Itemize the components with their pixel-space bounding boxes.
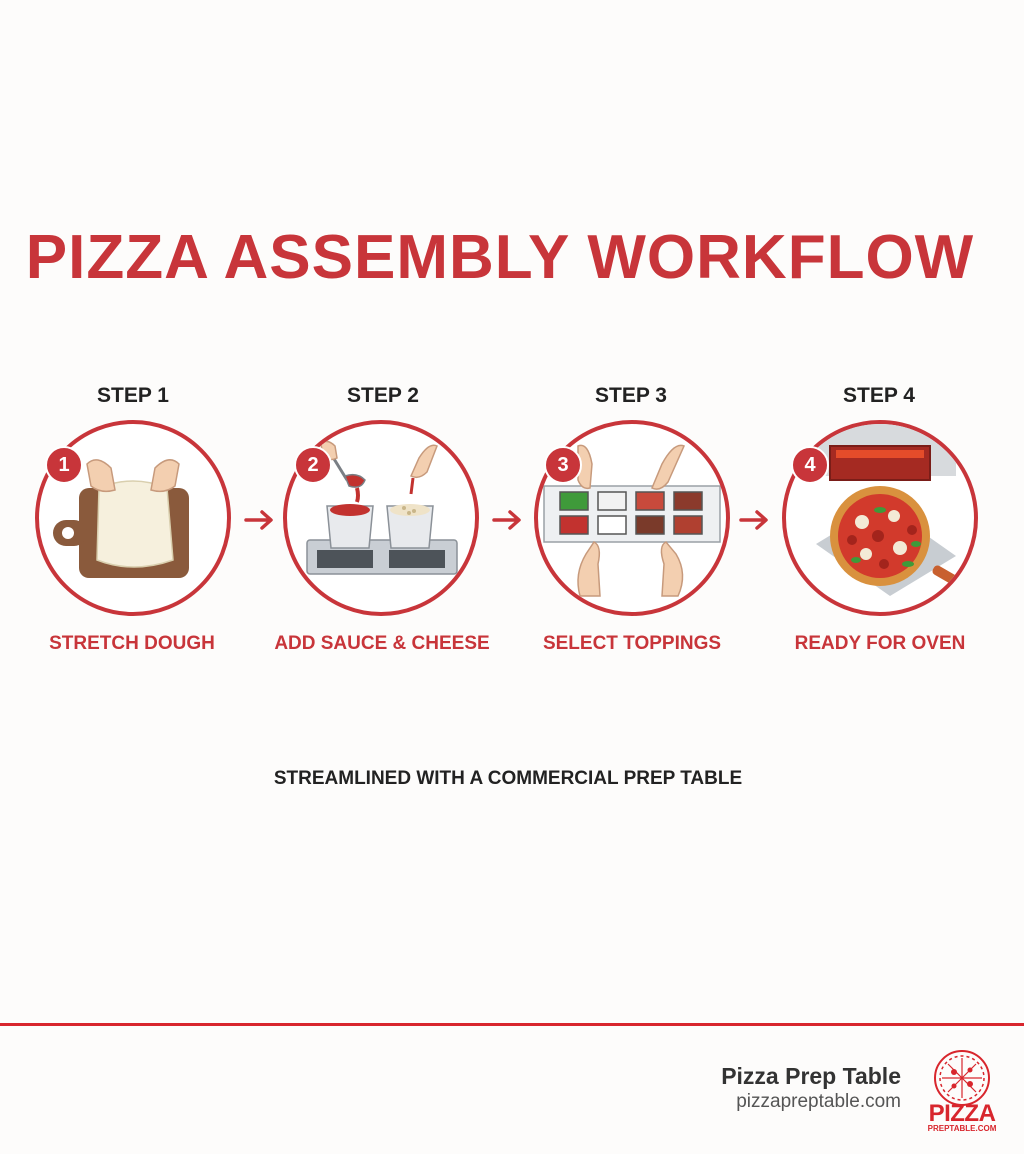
step-2-label: STEP 2 <box>347 384 419 407</box>
footer-divider <box>0 1023 1024 1026</box>
arrow-right-icon <box>739 510 768 530</box>
step-1-illustration <box>35 420 231 616</box>
step-2-badge: 2 <box>294 446 332 484</box>
step-3-label: STEP 3 <box>595 384 667 407</box>
step-3-caption: SELECT TOPPINGS <box>542 633 722 654</box>
arrow-right-icon <box>492 510 521 530</box>
pizza-oven-icon <box>806 424 966 596</box>
brand-name: Pizza Prep Table <box>721 1063 901 1089</box>
pizza-logo-icon <box>934 1050 990 1106</box>
brand-url[interactable]: pizzapreptable.com <box>736 1091 901 1112</box>
step-3-illustration <box>534 420 730 616</box>
step-1-caption: STRETCH DOUGH <box>49 633 215 654</box>
step-1-label: STEP 1 <box>97 384 169 407</box>
step-1-badge: 1 <box>45 446 83 484</box>
toppings-icon <box>543 444 721 597</box>
sauce-cheese-icon <box>306 440 458 575</box>
step-2-caption: ADD SAUCE & CHEESE <box>274 633 490 654</box>
step-4-label: STEP 4 <box>843 384 915 407</box>
arrow-right-icon <box>244 510 273 530</box>
subtitle: STREAMLINED WITH A COMMERCIAL PREP TABLE <box>273 768 743 789</box>
step-4-badge: 4 <box>791 446 829 484</box>
logo-word: PIZZA <box>928 1100 996 1127</box>
page-title: PIZZA ASSEMBLY WORKFLOW <box>25 223 975 292</box>
stretch-dough-icon <box>53 459 189 578</box>
step-4-caption: READY FOR OVEN <box>794 633 966 654</box>
pizza-logo: PIZZA PREPTABLE.COM <box>920 1050 1004 1136</box>
step-3-badge: 3 <box>544 446 582 484</box>
logo-sub: PREPTABLE.COM <box>927 1124 997 1133</box>
